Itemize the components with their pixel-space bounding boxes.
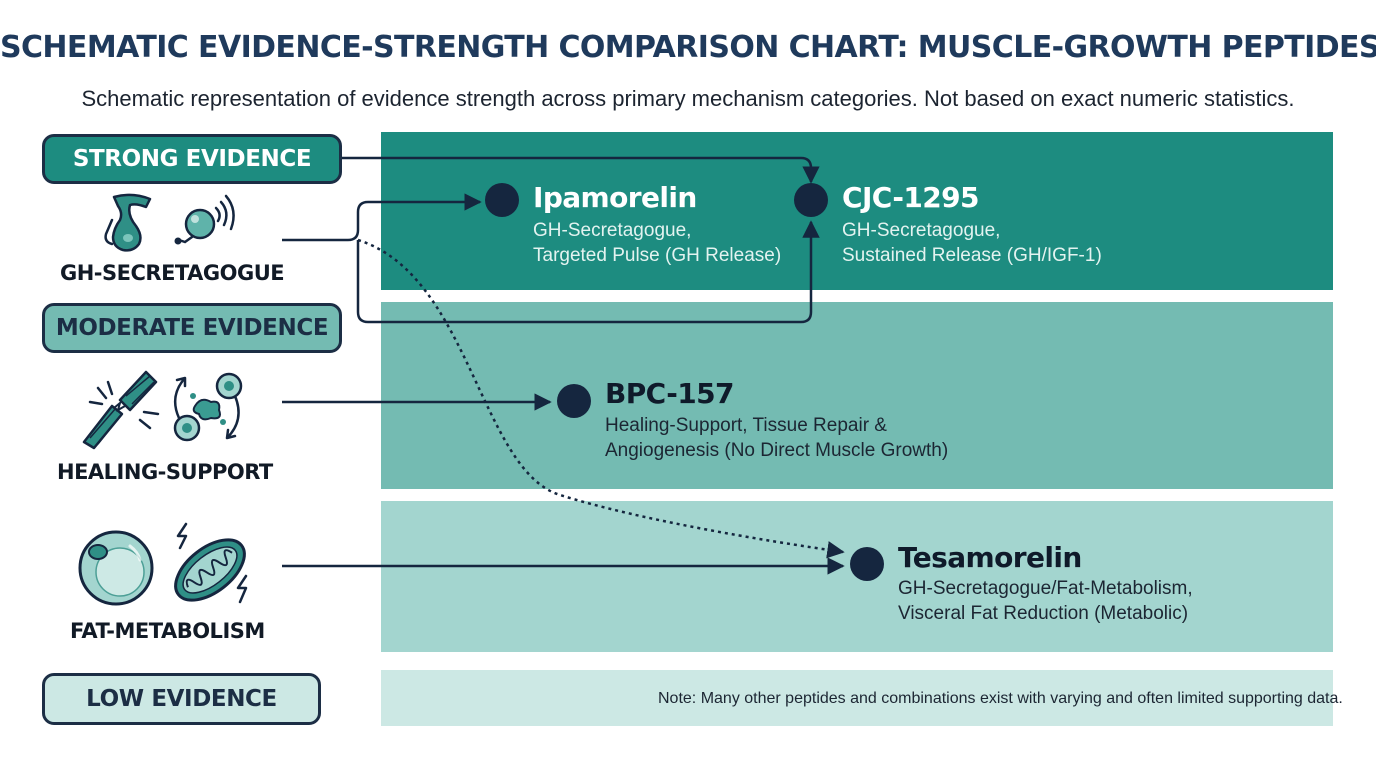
footnote: Note: Many other peptides and combinatio… [658,690,1343,707]
gh-to-ipamorelin-arrow [282,193,482,242]
bpc-157-description: Healing-Support, Tissue Repair & Angioge… [605,415,949,461]
cjc-1295-description: GH-Secretagogue, Sustained Release (GH/I… [842,220,1102,266]
ipamorelin-name: Ipamorelin [533,181,697,214]
category-label-healing-support: HEALING-SUPPORT [57,460,273,484]
ipamorelin-node [485,183,519,217]
receptor-signal-icon [174,194,235,245]
tesamorelin-description: GH-Secretagogue/Fat-Metabolism, Visceral… [898,578,1193,624]
tesamorelin-name: Tesamorelin [898,541,1082,574]
category-label-fat-metabolism: FAT-METABOLISM [70,619,265,643]
fat-cell-icon [78,530,154,606]
strong-evidence-pill: STRONG EVIDENCE [42,134,342,184]
page-subtitle: Schematic representation of evidence str… [81,86,1295,111]
torn-muscle-icon [82,370,160,450]
mitochondria-icon [174,522,248,604]
cjc-1295-node [794,183,828,217]
gh-to-tesamorelin-dotted-arrow [357,238,845,559]
gland-icon [104,193,152,252]
category-label-gh-secretagogue: GH-SECRETAGOGUE [60,261,285,285]
cell-repair-cycle-icon [173,372,243,442]
strong-to-cjc-arrow [342,156,820,184]
ipamorelin-description: GH-Secretagogue, Targeted Pulse (GH Rele… [533,220,782,266]
gh-to-cjc-arrow [356,220,820,324]
tesamorelin-node [850,547,884,581]
bpc-157-name: BPC-157 [605,377,735,410]
low-evidence-band [381,670,1333,726]
moderate-evidence-pill: MODERATE EVIDENCE [42,303,342,353]
bpc-157-node [557,384,591,418]
cjc-1295-name: CJC-1295 [842,181,980,214]
low-evidence-pill: LOW EVIDENCE [42,673,321,725]
page-title: SCHEMATIC EVIDENCE-STRENGTH COMPARISON C… [0,30,1376,65]
